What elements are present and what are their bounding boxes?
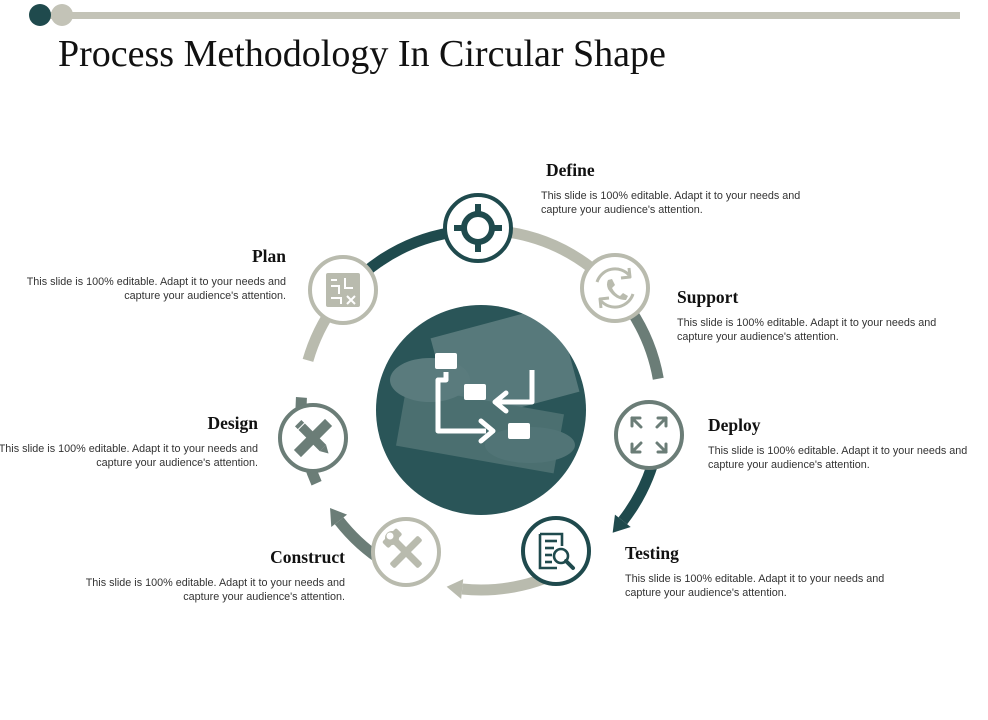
step-desc-deploy: This slide is 100% editable. Adapt it to… [708,445,968,471]
step-label-testing: Testing This slide is 100% editable. Ada… [625,543,905,600]
step-node-construct [371,517,441,587]
expand-icon [630,416,668,454]
accent-dot-light [51,4,73,26]
step-title-define: Define [546,160,595,180]
document-search-icon [538,532,575,570]
step-title-plan: Plan [251,246,286,266]
step-desc-construct: This slide is 100% editable. Adapt it to… [85,577,345,603]
top-accent-bar [40,12,960,19]
step-label-plan: Plan This slide is 100% editable. Adapt … [6,246,286,303]
step-title-design: Design [207,413,258,433]
step-node-design [278,403,348,473]
step-node-testing [521,516,591,586]
step-title-testing: Testing [625,543,679,563]
ring-segment [625,306,664,380]
step-desc-support: This slide is 100% editable. Adapt it to… [677,317,937,343]
step-node-plan [308,255,378,325]
step-desc-define: This slide is 100% editable. Adapt it to… [541,190,801,216]
step-title-support: Support [677,287,739,307]
step-desc-design: This slide is 100% editable. Adapt it to… [0,443,258,469]
step-desc-plan: This slide is 100% editable. Adapt it to… [26,276,286,302]
page-title: Process Methodology In Circular Shape [58,33,666,75]
step-label-construct: Construct This slide is 100% editable. A… [65,547,345,604]
step-desc-testing: This slide is 100% editable. Adapt it to… [625,573,885,599]
ring-segment [505,226,596,273]
blueprint-icon [326,273,360,307]
step-node-support [580,253,650,323]
ring-arrowhead [612,514,631,533]
process-flow-icon [435,353,535,444]
ring-arrowhead [446,579,464,599]
step-node-define [443,193,513,263]
step-label-support: Support This slide is 100% editable. Ada… [677,287,957,344]
tools-icon [382,528,422,568]
ring-arrowhead [330,508,348,527]
step-title-deploy: Deploy [708,415,761,435]
crosshair-icon [454,204,502,252]
phone-refresh-icon [595,267,635,309]
step-title-construct: Construct [270,547,345,567]
step-node-deploy [614,400,684,470]
accent-dot-dark [29,4,51,26]
step-label-deploy: Deploy This slide is 100% editable. Adap… [708,415,988,472]
pencil-ruler-icon [293,418,333,458]
step-label-define: Define This slide is 100% editable. Adap… [541,160,826,217]
step-label-design: Design This slide is 100% editable. Adap… [0,413,258,470]
process-cycle-diagram [278,193,684,599]
center-circle [376,305,586,515]
